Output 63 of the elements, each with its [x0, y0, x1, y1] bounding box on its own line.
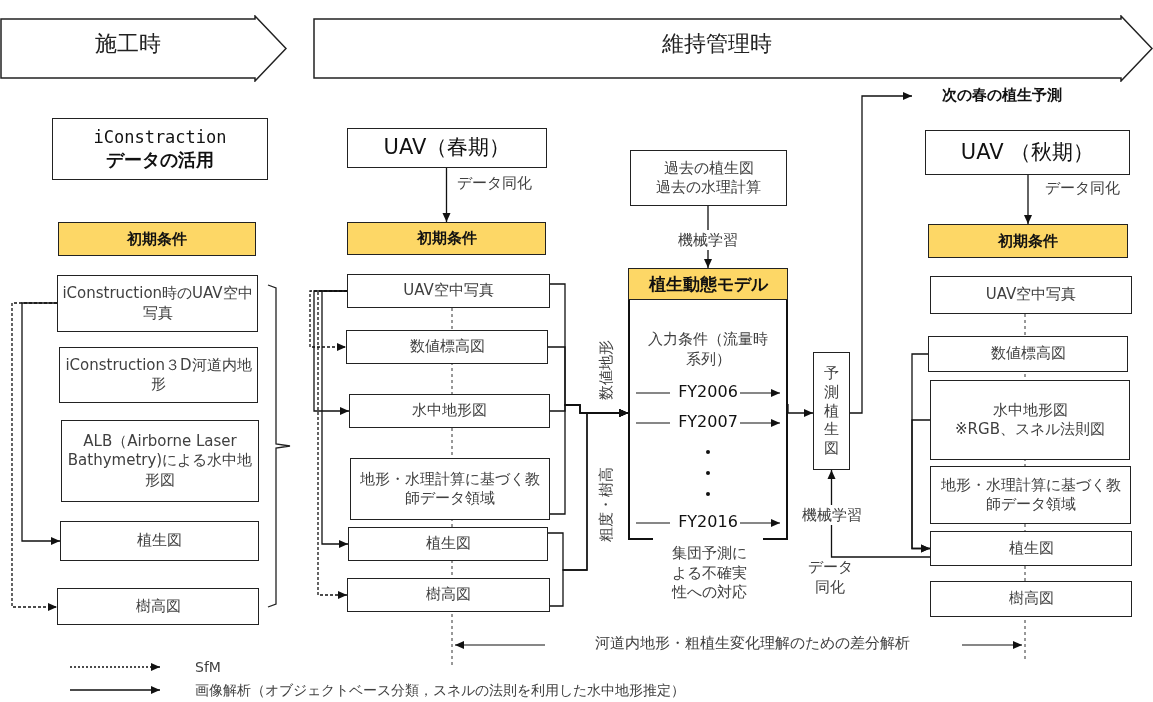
caption-text: 集団予測による不確実性への対応 — [670, 544, 748, 603]
process-box: 数値標高図 — [928, 336, 1128, 372]
phase-banner — [313, 15, 1153, 82]
source-box: UAV （秋期） — [925, 130, 1130, 175]
phase-banner — [0, 15, 287, 82]
arrow — [849, 92, 913, 414]
arrow — [317, 290, 348, 599]
process-box: 樹高図 — [930, 581, 1132, 617]
result-box: 予測植生図 — [813, 352, 850, 470]
body-text: ※RGB、スネル法則図 — [955, 420, 1105, 440]
heading-text: iConstraction — [93, 126, 227, 149]
process-box: UAV空中写真 — [347, 274, 550, 308]
arrow — [787, 403, 814, 417]
process-box: 植生図 — [60, 521, 259, 561]
process-box — [930, 380, 1130, 460]
process-box: 樹高図 — [347, 578, 550, 612]
group-label: 数値地形 — [596, 338, 616, 401]
arrow — [1024, 174, 1032, 225]
process-box: ALB（Airborne Laser Bathymetry)による水中地形図 — [61, 420, 259, 502]
model-box — [628, 268, 788, 540]
year-label: FY2016 — [677, 512, 739, 531]
edge-label: データ同化 — [457, 173, 532, 193]
arrow — [21, 302, 61, 545]
body-text: データの活用 — [106, 148, 214, 172]
condition-header: 初期条件 — [928, 224, 1128, 258]
arrow — [827, 469, 931, 558]
phase-label: 維持管理時 — [661, 30, 773, 58]
process-box — [52, 118, 268, 180]
process-box: 植生図 — [930, 531, 1132, 566]
condition-header: 初期条件 — [347, 222, 546, 255]
year-label: FY2007 — [677, 412, 739, 431]
arrow — [911, 419, 931, 553]
arrow — [309, 290, 348, 351]
process-box: iConstruction時のUAV空中写真 — [57, 275, 258, 332]
process-box: 植生図 — [348, 527, 548, 561]
process-box: 水中地形図 — [349, 394, 550, 428]
body-text: 過去の水理計算 — [656, 178, 761, 198]
legend-text: 画像解析（オブジェクトベース分類，スネルの法則を利用した水中地形推定） — [195, 681, 685, 700]
process-box: 地形・水理計算に基づく教師データ領域 — [350, 458, 550, 520]
note-text: データ同化 — [806, 557, 854, 598]
process-box: 数値標高図 — [346, 330, 548, 364]
process-box — [630, 150, 787, 206]
heading-text: 過去の植生図 — [663, 158, 754, 178]
condition-header: 初期条件 — [58, 222, 256, 256]
group-label: 粗度・樹高 — [596, 466, 616, 544]
arrow — [549, 409, 629, 607]
result-text: 次の春の植生予測 — [912, 82, 1066, 110]
arrow — [321, 290, 349, 548]
legend-text: SfM — [195, 658, 221, 677]
process-box: iConstruction３D河道内地形 — [59, 347, 258, 403]
source-box: UAV（春期） — [347, 128, 547, 168]
arrow — [313, 290, 350, 415]
body-text: 入力条件（流量時系列） — [648, 330, 768, 369]
model-header: 植生動態モデル — [628, 268, 788, 300]
phase-label: 施工時 — [93, 30, 162, 58]
process-box: 樹高図 — [57, 588, 259, 625]
process-box: UAV空中写真 — [930, 276, 1132, 314]
year-label: FY2006 — [677, 382, 739, 401]
process-box: 地形・水理計算に基づく教師データ領域 — [930, 466, 1131, 524]
arrow — [442, 167, 451, 223]
edge-label: データ同化 — [1045, 178, 1120, 198]
arrow — [11, 302, 58, 611]
heading-text: 水中地形図 — [992, 400, 1068, 420]
